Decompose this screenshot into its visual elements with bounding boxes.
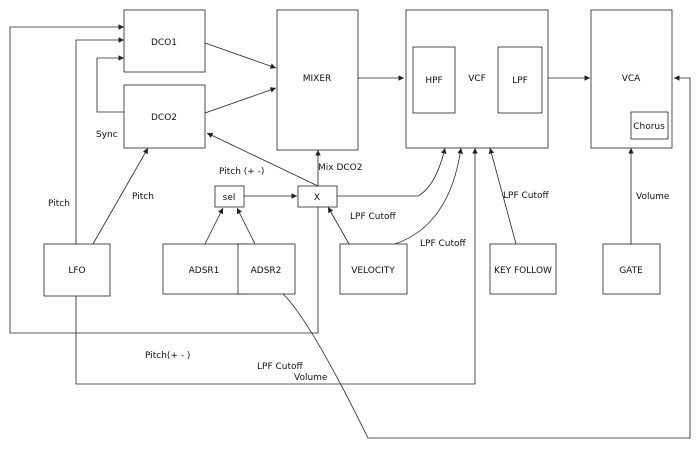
lfo-block: LFO	[43, 243, 111, 297]
connections	[9, 24, 691, 439]
pitch-lfo-dco2-label: Pitch	[132, 192, 154, 202]
chorus-label: Chorus	[633, 122, 665, 132]
mult-to-vcf-wire	[337, 147, 447, 197]
chorus-block	[630, 111, 669, 140]
lfo-to-dco1-wire	[75, 37, 124, 244]
lfo-to-dco2-wire	[92, 147, 149, 245]
hpf-label: HPF	[425, 76, 442, 86]
sync-label: Sync	[96, 130, 118, 140]
lpf-cutoff-keyfollow-label: LPF Cutoff	[503, 191, 550, 201]
pitch-lfo-left-label: Pitch	[48, 199, 70, 209]
connection-labels: Sync Pitch Pitch Pitch (+ -) Mix DCO2 LP…	[48, 130, 670, 383]
dco1-to-mixer-wire	[204, 42, 277, 69]
dco2-label: DCO2	[151, 113, 177, 123]
lpf-cutoff-velocity-label: LPF Cutoff	[420, 239, 467, 249]
mult-to-dco2-wire	[206, 132, 319, 187]
gate-label: GATE	[619, 266, 643, 276]
volume-gate-label: Volume	[636, 192, 670, 202]
volume-bottom-label: Volume	[294, 373, 328, 383]
multiplier-label: X	[314, 193, 320, 203]
dco2-block: DCO2	[123, 84, 206, 149]
velocity-block: VELOCITY	[339, 243, 408, 295]
lfo-label: LFO	[68, 266, 85, 276]
keyfollow-to-vcf-wire	[488, 147, 517, 245]
dco1-label: DCO1	[151, 38, 177, 48]
adsr1-label: ADSR1	[189, 266, 220, 276]
adsr2-block: ADSR2	[237, 243, 296, 295]
mix-dco2-label: Mix DCO2	[318, 163, 362, 173]
multiplier-block: X	[297, 185, 338, 208]
dco2-to-mixer-wire	[204, 87, 277, 114]
dco1-block: DCO1	[123, 9, 206, 73]
adsr1-to-sel-wire	[204, 207, 224, 245]
sel-block: sel	[214, 185, 245, 208]
mixer-label: MIXER	[303, 74, 332, 84]
key-follow-label: KEY FOLLOW	[494, 266, 552, 276]
sel-label: sel	[223, 193, 236, 203]
lpf-cutoff-bottom-label: LPF Cutoff	[257, 362, 304, 372]
velocity-to-mult-wire	[327, 206, 350, 245]
sync-wire	[96, 55, 124, 113]
mixer-block: MIXER	[276, 9, 359, 151]
vca-block: VCA Chorus	[590, 9, 673, 149]
mult-to-dco1-loop-wire	[9, 24, 319, 334]
lpf-cutoff-mult-label: LPF Cutoff	[350, 212, 397, 222]
vca-label: VCA	[622, 74, 641, 84]
pitch-sel-label: Pitch (+ -)	[219, 167, 264, 177]
hpf-block	[412, 46, 456, 114]
vcf-block: VCF HPF LPF	[405, 9, 549, 149]
velocity-to-vcf-wire	[394, 147, 463, 245]
lfo-to-vcf-loop-wire	[75, 148, 478, 385]
vcf-label: VCF	[468, 74, 486, 84]
pitch-bottom-label: Pitch(+ - )	[145, 351, 190, 361]
adsr1-block: ADSR1	[162, 243, 247, 295]
lpf-block	[497, 46, 543, 114]
key-follow-block: KEY FOLLOW	[489, 243, 557, 295]
velocity-label: VELOCITY	[351, 266, 395, 276]
adsr2-to-sel-wire	[236, 207, 256, 245]
adsr2-to-vca-loop-wire	[282, 75, 691, 439]
adsr2-label: ADSR2	[251, 266, 282, 276]
gate-block: GATE	[602, 243, 661, 295]
lpf-label: LPF	[512, 76, 528, 86]
